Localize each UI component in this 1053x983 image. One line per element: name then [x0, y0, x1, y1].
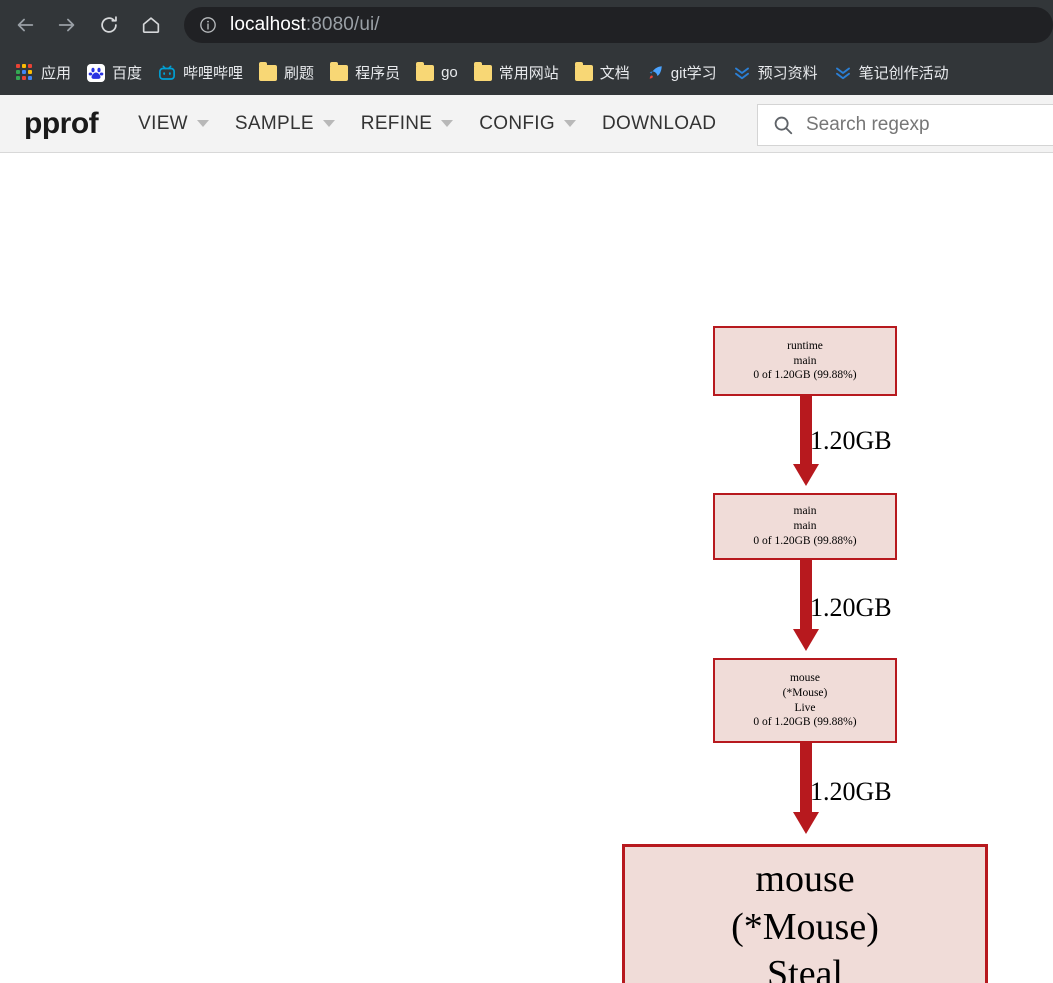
bookmark-label: 程序员 — [355, 65, 401, 82]
folder-icon — [259, 61, 278, 81]
address-bar-url: localhost:8080/ui/ — [230, 14, 380, 36]
node-line: main — [793, 354, 817, 367]
bookmark-yuxi-ziliao[interactable]: 预习资料 — [725, 57, 826, 89]
graph-node-main-main[interactable]: main main 0 of 1.20GB (99.88%) — [713, 493, 897, 560]
bookmark-baidu[interactable]: 百度 — [79, 57, 150, 89]
bookmark-bilibili[interactable]: 哔哩哔哩 — [150, 57, 251, 89]
pprof-logo: pprof — [24, 106, 99, 140]
bookmark-folder-wendang[interactable]: 文档 — [567, 57, 638, 89]
bookmark-label: 应用 — [41, 65, 72, 82]
chevron-down-icon — [196, 120, 209, 127]
arrow-left-icon — [17, 18, 34, 32]
folder-icon — [330, 61, 349, 81]
search-icon — [774, 116, 793, 135]
search-input[interactable] — [806, 114, 1036, 136]
bookmark-label: 笔记创作活动 — [858, 65, 949, 82]
graph-edge-shaft — [800, 743, 812, 815]
menu-view[interactable]: VIEW — [138, 113, 209, 135]
graph-edge-label: 1.20GB — [810, 777, 892, 806]
bookmark-folder-go[interactable]: go — [408, 57, 466, 89]
folder-icon — [473, 61, 492, 81]
menu-label: SAMPLE — [234, 112, 314, 134]
home-button[interactable] — [132, 6, 170, 44]
graph-node-runtime-main[interactable]: runtime main 0 of 1.20GB (99.88%) — [713, 326, 897, 396]
home-icon — [142, 17, 160, 33]
bookmark-biji-chuangzuo-huodong[interactable]: 笔记创作活动 — [826, 57, 957, 89]
node-line: (*Mouse) — [782, 686, 828, 699]
graph-edge-label: 1.20GB — [810, 593, 892, 622]
rocket-icon — [649, 65, 662, 79]
pprof-graph-canvas[interactable]: runtime main 0 of 1.20GB (99.88%) 1.20GB… — [0, 153, 1053, 983]
pprof-header: pprof VIEW SAMPLE REFINE CONFIG DOWNLOAD — [0, 95, 1053, 153]
chevron-down-icon — [441, 120, 454, 127]
bookmark-label: go — [441, 64, 458, 81]
bookmark-label: 文档 — [599, 65, 630, 82]
graph-edge-shaft — [800, 560, 812, 632]
menu-label: REFINE — [360, 112, 433, 134]
menu-sample[interactable]: SAMPLE — [235, 113, 335, 135]
bookmark-folder-shuati[interactable]: 刷题 — [251, 57, 322, 89]
bilibili-tv-icon — [159, 65, 175, 80]
node-line: Steal — [767, 953, 843, 983]
bookmark-label: 刷题 — [284, 65, 315, 82]
folder-icon — [574, 61, 593, 81]
graph-edge-arrowhead — [793, 812, 819, 834]
bookmark-label: 常用网站 — [498, 65, 559, 82]
node-line: mouse — [789, 672, 821, 685]
bookmark-git-study[interactable]: git学习 — [638, 57, 725, 89]
reload-button[interactable] — [90, 6, 128, 44]
menu-download[interactable]: DOWNLOAD — [602, 113, 716, 135]
browser-chrome: localhost:8080/ui/ 应用 百度 — [0, 0, 1053, 95]
double-chevron-down-icon — [734, 67, 749, 79]
node-line: 0 of 1.20GB (99.88%) — [753, 534, 857, 547]
back-button[interactable] — [6, 6, 44, 44]
chevron-down-icon — [322, 120, 335, 127]
arrow-right-icon — [58, 18, 75, 32]
menu-label: VIEW — [138, 112, 188, 134]
bookmarks-bar: 应用 百度 哔哩哔哩 刷题 — [0, 50, 1053, 95]
node-line: mouse — [755, 858, 855, 900]
chevron-down-icon — [563, 120, 576, 127]
bookmark-label: git学习 — [670, 65, 717, 82]
graph-edge-shaft — [800, 396, 812, 468]
url-path: :8080/ui/ — [305, 14, 380, 35]
bookmark-folder-changyongwangzhan[interactable]: 常用网站 — [466, 57, 567, 89]
forward-button[interactable] — [48, 6, 86, 44]
graph-edge-label: 1.20GB — [810, 426, 892, 455]
graph-edge-arrowhead — [793, 464, 819, 486]
menu-label: CONFIG — [479, 112, 555, 134]
graph-edge-arrowhead — [793, 629, 819, 651]
graph-node-mouse-live[interactable]: mouse (*Mouse) Live 0 of 1.20GB (99.88%) — [713, 658, 897, 743]
apps-grid-icon — [16, 63, 34, 82]
bookmark-label: 预习资料 — [757, 65, 818, 82]
node-line: main — [793, 520, 817, 533]
menu-label: DOWNLOAD — [601, 112, 717, 134]
bookmark-label: 百度 — [112, 65, 143, 82]
info-circle-icon[interactable] — [198, 15, 218, 35]
node-line: (*Mouse) — [731, 905, 879, 948]
node-line: 0 of 1.20GB (99.88%) — [753, 369, 857, 382]
node-line: runtime — [787, 339, 823, 352]
bookmark-folder-chengxuyuan[interactable]: 程序员 — [322, 57, 408, 89]
folder-icon — [416, 61, 435, 81]
address-bar[interactable]: localhost:8080/ui/ — [184, 7, 1053, 43]
double-chevron-down-icon — [835, 67, 850, 79]
node-line: Live — [794, 701, 816, 714]
url-host: localhost — [230, 14, 306, 35]
bookmark-apps[interactable]: 应用 — [8, 57, 79, 89]
reload-icon — [101, 16, 117, 33]
node-line: 0 of 1.20GB (99.88%) — [753, 716, 857, 729]
menu-config[interactable]: CONFIG — [479, 113, 576, 135]
browser-toolbar: localhost:8080/ui/ — [0, 0, 1053, 50]
graph-node-mouse-steal[interactable]: mouse (*Mouse) Steal 1.20GB (99.88%) — [622, 844, 988, 983]
menu-refine[interactable]: REFINE — [360, 112, 454, 135]
bookmark-label: 哔哩哔哩 — [183, 65, 244, 82]
search-regexp-box[interactable] — [757, 104, 1053, 146]
baidu-paw-icon — [87, 63, 106, 82]
node-line: main — [793, 505, 817, 518]
